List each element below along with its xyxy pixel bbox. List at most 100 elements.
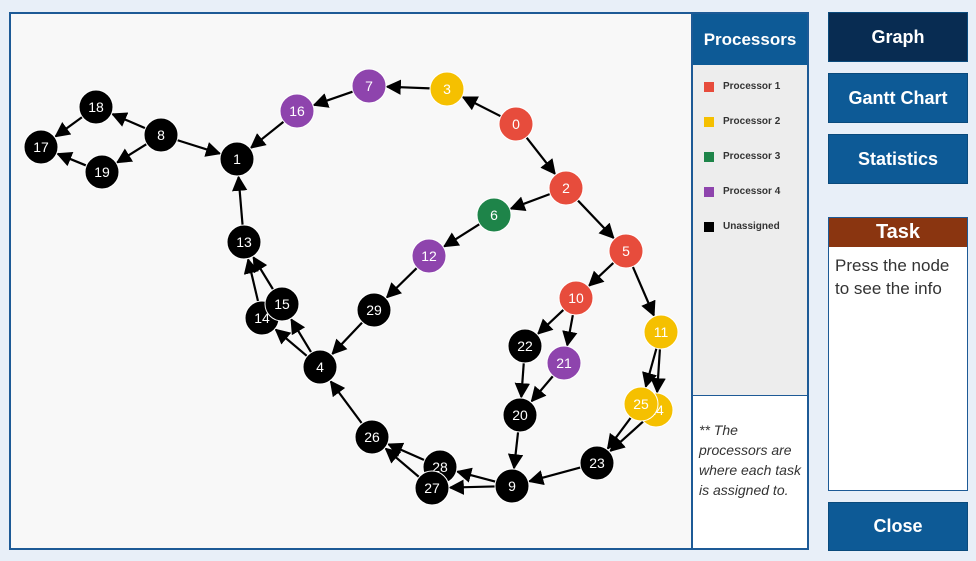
node-circle[interactable] [302,349,338,385]
node-circle[interactable] [279,93,315,129]
legend-item-processor-1: Processor 1 [693,69,807,104]
graph-node-11[interactable]: 11 [643,314,679,350]
edge-9-27 [448,479,496,495]
node-circle[interactable] [579,445,615,481]
node-circle[interactable] [219,141,255,177]
edge-21-20 [530,375,554,403]
edge-10-22 [536,308,565,335]
edge-13-1 [232,175,248,226]
node-label: 15 [274,296,290,312]
legend-item-processor-4: Processor 4 [693,174,807,209]
node-label: 22 [517,338,533,354]
node-label: 26 [364,429,380,445]
task-graph[interactable]: 0371618181719261229413141551022212011242… [11,14,691,548]
node-circle[interactable] [502,397,538,433]
node-label: 9 [508,478,516,494]
edge-22-20 [514,362,530,399]
graph-node-29[interactable]: 29 [356,292,392,328]
node-label: 11 [654,324,669,340]
edge-15-13 [252,256,275,291]
node-circle[interactable] [494,468,530,504]
node-circle[interactable] [558,280,594,316]
node-label: 16 [289,103,305,119]
node-circle[interactable] [143,117,179,153]
node-circle[interactable] [429,71,465,107]
graph-node-1[interactable]: 1 [219,141,255,177]
node-label: 18 [88,99,104,115]
node-label: 4 [316,359,324,375]
graph-node-0[interactable]: 0 [498,106,534,142]
edge-11-25 [642,348,658,389]
node-circle[interactable] [264,286,300,322]
gantt-chart-button[interactable]: Gantt Chart [828,73,968,123]
graph-node-13[interactable]: 13 [226,224,262,260]
edge-14-13 [243,258,260,302]
graph-node-16[interactable]: 16 [279,93,315,129]
edge-12-29 [385,267,418,299]
graph-node-10[interactable]: 10 [558,280,594,316]
legend-swatch [704,151,714,162]
graph-canvas[interactable]: 0371618181719261229413141551022212011242… [9,12,691,550]
edge-11-24 [650,348,666,394]
graph-node-7[interactable]: 7 [351,68,387,104]
graph-node-18[interactable]: 18 [78,89,114,125]
graph-node-19[interactable]: 19 [84,154,120,190]
node-circle[interactable] [414,470,450,506]
node-circle[interactable] [546,345,582,381]
graph-node-6[interactable]: 6 [476,197,512,233]
graph-node-22[interactable]: 22 [507,328,543,364]
edge-20-9 [507,431,524,470]
node-label: 19 [94,164,110,180]
node-circle[interactable] [608,233,644,269]
task-panel-title: Task [829,218,967,247]
legend-swatch [704,81,714,92]
node-circle[interactable] [356,292,392,328]
node-circle[interactable] [498,106,534,142]
node-circle[interactable] [226,224,262,260]
node-label: 2 [562,180,570,196]
graph-node-9[interactable]: 9 [494,468,530,504]
node-circle[interactable] [476,197,512,233]
node-circle[interactable] [643,314,679,350]
node-circle[interactable] [84,154,120,190]
graph-node-21[interactable]: 21 [546,345,582,381]
edge-25-23 [606,416,632,450]
graph-node-4[interactable]: 4 [302,349,338,385]
graph-node-5[interactable]: 5 [608,233,644,269]
graph-node-12[interactable]: 12 [411,238,447,274]
legend-label: Processor 4 [723,186,781,197]
node-circle[interactable] [507,328,543,364]
edge-7-16 [312,90,354,108]
processor-legend: Processors Processor 1 Processor 2 Proce… [691,12,809,550]
graph-node-3[interactable]: 3 [429,71,465,107]
graph-node-2[interactable]: 2 [548,170,584,206]
legend-item-processor-2: Processor 2 [693,104,807,139]
legend-item-unassigned: Unassigned [693,209,807,244]
graph-node-17[interactable]: 17 [23,129,59,165]
graph-node-23[interactable]: 23 [579,445,615,481]
legend-label: Processor 3 [723,151,781,162]
graph-node-25[interactable]: 25 [623,386,659,422]
edge-24-23 [609,420,645,453]
node-circle[interactable] [78,89,114,125]
graph-node-20[interactable]: 20 [502,397,538,433]
graph-node-27[interactable]: 27 [414,470,450,506]
node-label: 10 [568,290,584,306]
node-circle[interactable] [411,238,447,274]
graph-node-8[interactable]: 8 [143,117,179,153]
edge-6-12 [442,223,481,248]
node-label: 5 [622,243,630,259]
graph-node-15[interactable]: 15 [264,286,300,322]
close-button[interactable]: Close [828,502,968,551]
node-circle[interactable] [351,68,387,104]
statistics-button[interactable]: Statistics [828,134,968,184]
edge-5-10 [587,261,615,287]
node-circle[interactable] [23,129,59,165]
node-circle[interactable] [354,419,390,455]
graph-node-26[interactable]: 26 [354,419,390,455]
node-label: 27 [424,480,440,496]
edge-4-15 [290,318,313,354]
node-circle[interactable] [548,170,584,206]
node-circle[interactable] [623,386,659,422]
graph-button[interactable]: Graph [828,12,968,62]
